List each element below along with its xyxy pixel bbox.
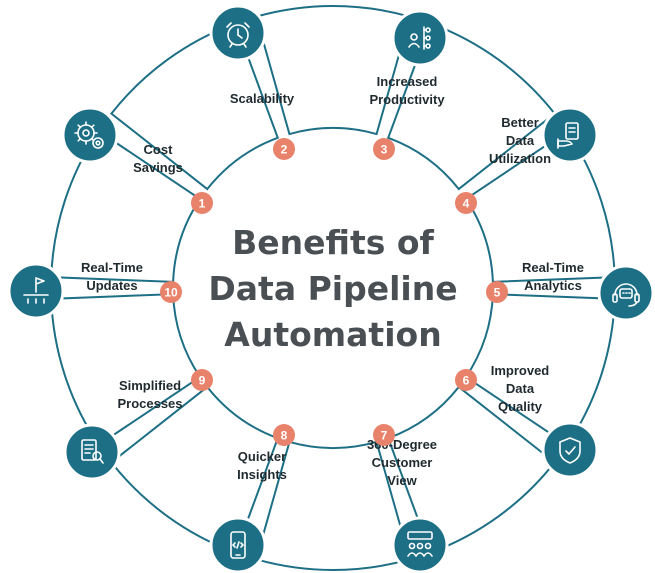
badge-2: 2	[273, 138, 295, 160]
icon-circles	[7, 4, 655, 573]
badge-number: 10	[164, 285, 178, 299]
mobile-code-icon	[209, 516, 267, 573]
segment-label-1-line-1: Cost	[144, 142, 174, 157]
workflow-person-icon	[391, 9, 449, 67]
badge-circle	[373, 138, 395, 160]
badge-number: 4	[463, 196, 470, 210]
badge-number: 3	[381, 142, 388, 156]
segment-label-8-line-1: Quicker	[238, 449, 286, 464]
flag-people-icon	[7, 262, 65, 320]
headset-chat-icon	[597, 264, 655, 322]
segment-label-4-line-2: Data	[506, 133, 535, 148]
gears-icon	[61, 106, 119, 164]
segment-label-6-line-3: Quality	[498, 399, 543, 414]
badge-circle	[191, 192, 213, 214]
segment-label-5-line-2: Analytics	[524, 278, 582, 293]
badge-number: 5	[494, 285, 501, 299]
segment-label-10-line-2: Updates	[86, 278, 137, 293]
badge-number: 9	[199, 373, 206, 387]
badge-circle	[160, 281, 182, 303]
badge-1: 1	[191, 192, 213, 214]
hand-document-icon	[541, 106, 599, 164]
badge-6: 6	[455, 369, 477, 391]
badge-5: 5	[486, 281, 508, 303]
segment-label-6-line-1: Improved	[491, 363, 550, 378]
badge-8: 8	[273, 424, 295, 446]
segment-label-4-line-1: Better	[501, 115, 539, 130]
badge-circle	[273, 424, 295, 446]
segment-2	[254, 5, 412, 136]
center-disc	[175, 130, 491, 446]
segment-label-5-line-1: Real-Time	[522, 260, 584, 275]
badge-circle	[455, 369, 477, 391]
segment-label-3-line-1: Increased	[377, 74, 438, 89]
badge-circle	[191, 369, 213, 391]
badge-circle	[273, 138, 295, 160]
badge-10: 10	[160, 281, 182, 303]
badge-3: 3	[373, 138, 395, 160]
badge-number: 7	[381, 428, 388, 442]
segment-label-1-line-2: Savings	[133, 160, 183, 175]
people-group-icon	[391, 516, 449, 573]
badge-9: 9	[191, 369, 213, 391]
alarm-clock-icon	[209, 4, 267, 62]
badge-circle	[373, 424, 395, 446]
badge-7: 7	[373, 424, 395, 446]
number-badges: 1 2 3 4 5 6 7 8 9 10	[160, 138, 508, 446]
badge-number: 2	[281, 142, 288, 156]
segment-label-3-line-2: Productivity	[369, 92, 445, 107]
badge-circle	[455, 192, 477, 214]
badge-number: 8	[281, 428, 288, 442]
document-search-icon	[63, 423, 121, 481]
segment-label-9-line-1: Simplified	[119, 378, 181, 393]
segment-label-9-line-2: Processes	[117, 396, 182, 411]
center-title: Benefits of Data Pipeline Automation	[208, 223, 457, 354]
segment-label-10-line-1: Real-Time	[81, 260, 143, 275]
segment-label-7-line-3: View	[387, 473, 417, 488]
shield-check-icon	[541, 421, 599, 479]
segment-label-4-line-3: Utilization	[489, 151, 551, 166]
segment-label-6-line-2: Data	[506, 381, 535, 396]
badge-4: 4	[455, 192, 477, 214]
segment-label-2-line-1: Scalability	[230, 91, 295, 106]
badge-number: 6	[463, 373, 470, 387]
badge-circle	[486, 281, 508, 303]
segment-outlines	[50, 5, 616, 571]
badge-number: 1	[199, 196, 206, 210]
title-line-1: Benefits of	[232, 223, 434, 262]
title-line-2: Data Pipeline	[208, 269, 457, 308]
title-line-3: Automation	[224, 315, 441, 354]
segment-label-7-line-2: Customer	[372, 455, 433, 470]
segment-label-8-line-2: Insights	[237, 467, 287, 482]
